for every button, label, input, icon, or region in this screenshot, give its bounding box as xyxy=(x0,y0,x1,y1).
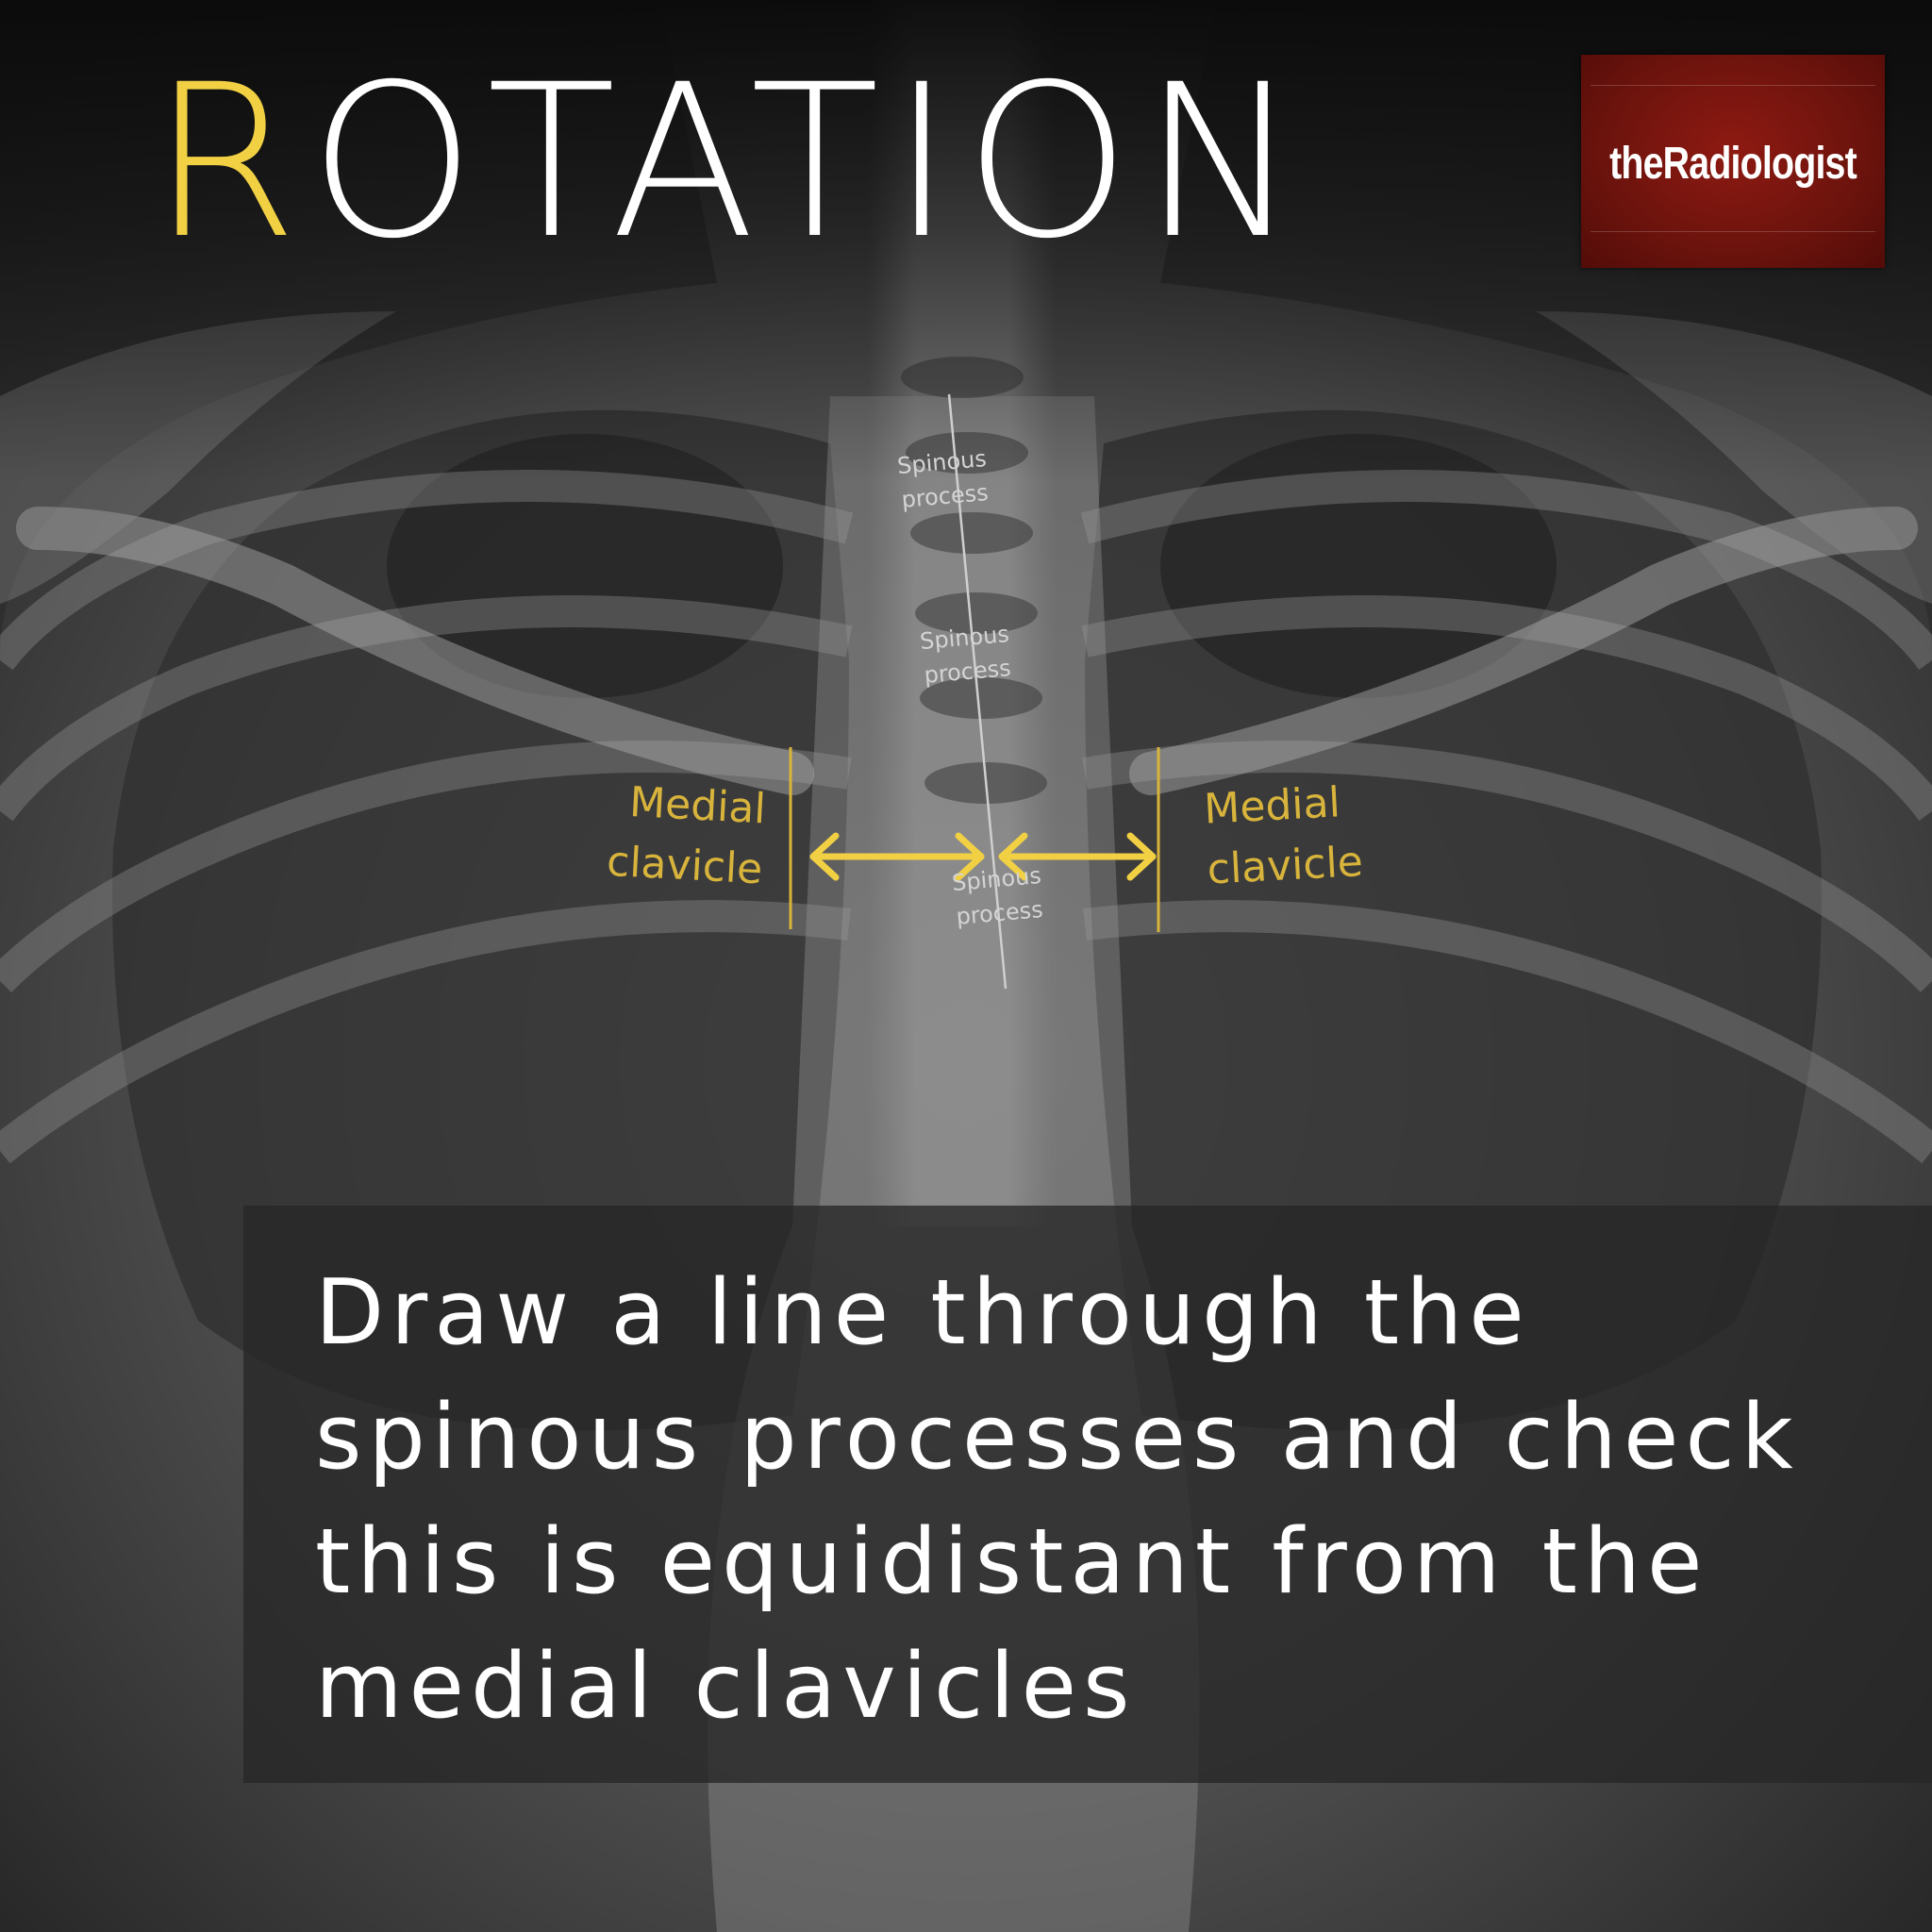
brand-logo: theRadiologist xyxy=(1581,55,1885,268)
caption-text: Draw a line through the spinous processe… xyxy=(315,1261,1800,1739)
title-first-letter: R xyxy=(151,39,309,285)
spinous-process-label: Spinous process xyxy=(919,620,1012,689)
spinous-process-label: Spinous process xyxy=(951,861,1044,930)
title-rest: OTATION xyxy=(308,39,1311,285)
right-distance-arrow xyxy=(998,832,1157,881)
caption-panel xyxy=(243,1206,1932,1783)
spinous-midline xyxy=(947,393,1008,990)
page-title: ROTATION xyxy=(151,57,1311,268)
medial-clavicle-label-right: Medial clavicle xyxy=(1203,778,1365,894)
logo-text: theRadiologist xyxy=(1609,139,1857,189)
left-distance-arrow xyxy=(809,832,985,881)
medial-clavicle-label-left: Medial clavicle xyxy=(605,777,767,894)
logo-rule-top xyxy=(1591,85,1875,86)
spinous-process-label: Spinous process xyxy=(896,444,990,513)
logo-rule-bottom xyxy=(1591,231,1875,232)
